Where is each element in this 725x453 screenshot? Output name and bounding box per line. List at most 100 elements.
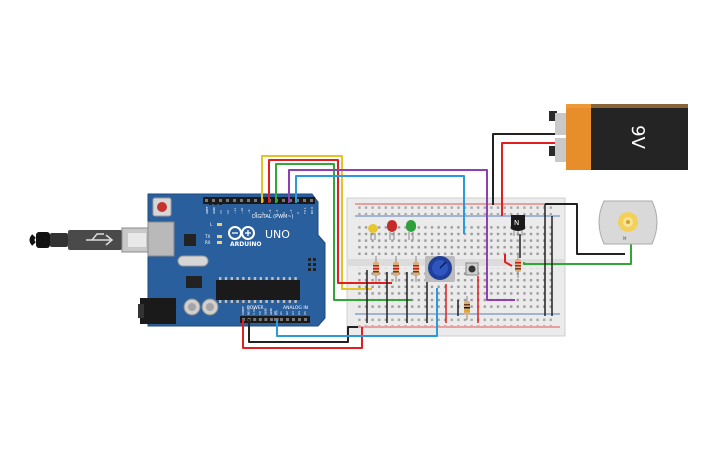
usb-jack <box>147 221 175 257</box>
resistor-3[interactable] <box>413 256 419 282</box>
pin-hole[interactable] <box>205 199 208 202</box>
pin-label: ~3 <box>289 209 293 214</box>
transistor-label: N <box>514 219 519 227</box>
pin-label: ~10 <box>240 208 244 214</box>
resistor-1[interactable] <box>373 256 379 282</box>
pin-label: 2 <box>296 212 300 214</box>
analog-header <box>272 316 310 323</box>
wire-blue <box>295 175 465 234</box>
wire-red-jumper <box>504 254 513 267</box>
pin-label: AREF <box>205 206 209 214</box>
pin-hole[interactable] <box>219 199 222 202</box>
arduino-logo <box>228 226 255 240</box>
pin-hole[interactable] <box>296 199 299 202</box>
led-label-tx: TX <box>204 234 210 239</box>
pin-label: IOREF <box>241 306 245 315</box>
arduino-brand: ARDUINO <box>230 241 261 248</box>
top-power-rail[interactable] <box>358 205 556 215</box>
breadboard-center-channel <box>347 259 565 266</box>
pin-label: 8 <box>254 212 258 214</box>
pin-label: RX 0 <box>310 207 314 214</box>
crystal <box>177 255 209 267</box>
capacitors <box>183 298 219 316</box>
icsp-header-2 <box>308 258 316 271</box>
wire-green-pin8 <box>275 163 412 301</box>
pin-hole[interactable] <box>292 318 295 321</box>
transistor[interactable]: N <box>511 215 525 236</box>
pin-label: TX 1 <box>303 207 307 215</box>
led-green[interactable] <box>406 220 416 240</box>
breadboard-jumpers[interactable] <box>366 204 553 323</box>
pin-hole[interactable] <box>258 318 262 321</box>
power-label: POWER <box>247 305 264 311</box>
pin-label: GND <box>269 307 273 315</box>
reset-button[interactable] <box>152 197 172 217</box>
power-jack <box>140 298 176 324</box>
pin-hole[interactable] <box>286 318 289 321</box>
pin-hole[interactable] <box>254 199 257 202</box>
breadboard[interactable] <box>346 197 566 337</box>
pin-label: 12 <box>226 210 230 214</box>
pin-label: ~6 <box>268 209 272 214</box>
pin-hole[interactable] <box>212 199 215 202</box>
resistor-5[interactable] <box>515 254 521 278</box>
pin-label: GND <box>263 307 267 315</box>
led-label-l: L <box>210 222 213 227</box>
battery-label: 9V <box>627 125 648 149</box>
pin-hole[interactable] <box>280 318 283 321</box>
pin-label: ~9 <box>247 209 251 214</box>
pin-hole[interactable] <box>274 318 277 321</box>
pin-label: 13 <box>219 210 223 214</box>
potentiometer[interactable] <box>425 256 455 282</box>
dc-motor[interactable]: M <box>598 200 658 245</box>
pin-hole[interactable] <box>270 318 273 321</box>
analog-pin-holes[interactable] <box>274 318 307 321</box>
wire-battery-red <box>501 142 556 216</box>
arduino-model: UNO <box>265 228 290 241</box>
pin-label: A1 <box>279 311 283 315</box>
pin-hole[interactable] <box>304 318 307 321</box>
wire-black-gnd <box>248 319 358 343</box>
pin-hole[interactable] <box>247 199 250 202</box>
digital-label: DIGITAL (PWM~) <box>252 214 294 220</box>
pin-hole[interactable] <box>240 199 243 202</box>
usb-cable <box>29 227 153 253</box>
pin-hole[interactable] <box>226 199 229 202</box>
resistor-2[interactable] <box>393 256 399 282</box>
pin-hole[interactable] <box>253 318 257 321</box>
pin-label: A2 <box>285 311 289 315</box>
pin-hole[interactable] <box>303 199 306 202</box>
onboard-leds: L TX RX <box>204 222 222 245</box>
bottom-power-rail[interactable] <box>358 315 556 326</box>
pin-hole[interactable] <box>282 199 285 202</box>
pin-label: 4 <box>282 212 286 214</box>
wire-purple <box>288 169 515 301</box>
pin-hole[interactable] <box>233 199 236 202</box>
pushbutton[interactable] <box>465 262 479 276</box>
pin-hole[interactable] <box>310 199 313 202</box>
led-yellow[interactable] <box>368 224 378 240</box>
pin-hole[interactable] <box>289 199 292 202</box>
pin-label: GND <box>212 206 216 214</box>
wires[interactable] <box>242 133 632 349</box>
battery-9v[interactable]: 9V <box>549 104 688 170</box>
pin-hole[interactable] <box>298 318 301 321</box>
wire-red-pin9 <box>268 159 392 284</box>
resistor-4[interactable] <box>464 296 470 320</box>
led-label-rx: RX <box>205 240 211 245</box>
atmega-chip <box>216 277 300 303</box>
wire-motor-black <box>545 203 625 255</box>
wire-motor-green <box>523 244 632 265</box>
pin-label: A5 <box>303 311 307 315</box>
wire-blue-a0 <box>276 288 438 337</box>
pin-hole[interactable] <box>264 318 268 321</box>
pin-label: A4 <box>297 311 301 315</box>
usb-chip <box>184 234 196 246</box>
breadboard-lower-grid[interactable] <box>358 268 556 310</box>
led-red[interactable] <box>387 220 397 240</box>
